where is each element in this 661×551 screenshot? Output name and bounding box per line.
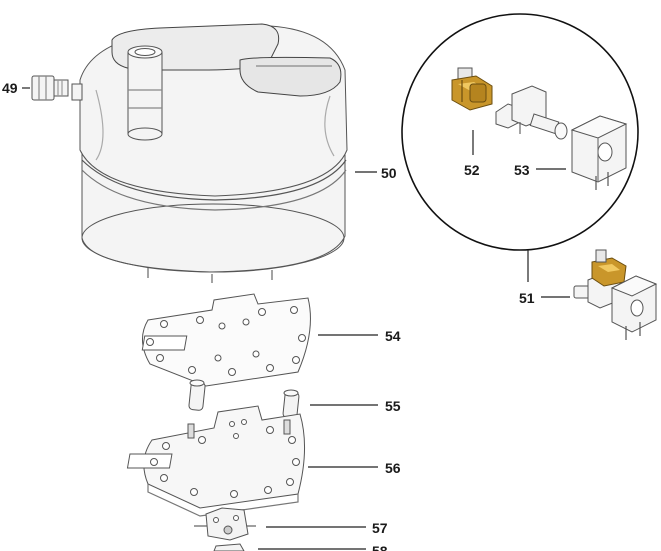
thermal-switch-57 xyxy=(194,507,256,541)
callout-51: 51 xyxy=(519,290,535,306)
callout-49: 49 xyxy=(2,80,18,96)
solenoid-coil-53 xyxy=(570,115,628,190)
detail-circle xyxy=(401,13,639,251)
callout-54: 54 xyxy=(385,328,401,344)
callout-58: 58 xyxy=(372,543,388,551)
solenoid-valve-51 xyxy=(573,249,658,340)
brass-fitting-52 xyxy=(451,67,493,111)
gasket-54 xyxy=(141,293,311,387)
callout-56: 56 xyxy=(385,460,401,476)
heating-plate-56 xyxy=(126,405,305,517)
fitting-49 xyxy=(31,75,69,101)
callout-53: 53 xyxy=(514,162,530,178)
callout-52: 52 xyxy=(464,162,480,178)
solenoid-valve-body xyxy=(495,85,568,140)
water-tank xyxy=(71,23,348,283)
callout-50: 50 xyxy=(381,165,397,181)
pins-55 xyxy=(188,379,300,419)
callout-55: 55 xyxy=(385,398,401,414)
tank-inlet-tube xyxy=(127,45,163,141)
part-58 xyxy=(213,543,245,551)
callout-57: 57 xyxy=(372,520,388,536)
